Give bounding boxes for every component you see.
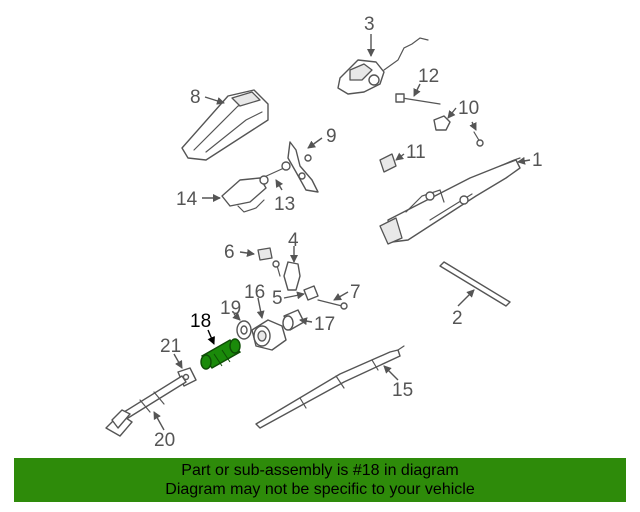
callout-14: 14 [176,189,198,210]
part-11-shape [379,153,397,173]
part-3-shape [337,37,429,95]
callout-5: 5 [272,288,283,309]
callout-16: 16 [244,282,265,303]
callout-4: 4 [288,230,299,251]
part-10-shape [433,115,484,147]
callout-12: 12 [418,66,439,87]
callout-2: 2 [452,308,463,329]
callout-3: 3 [364,14,375,35]
callout-10: 10 [458,98,479,119]
callout-9: 9 [326,126,337,147]
callout-7: 7 [350,282,361,303]
diagram-notice-banner: Part or sub-assembly is #18 in diagram D… [14,458,626,502]
part-14-shape [221,161,291,213]
callout-18: 18 [190,311,211,332]
part-19-shape [236,320,252,340]
parts-diagram: 3 8 12 10 9 11 1 14 13 6 4 2 5 7 16 17 1… [105,14,543,451]
callout-13: 13 [274,194,295,215]
part-16-shape [251,319,287,351]
part-4-shape [272,260,301,291]
callout-19: 19 [220,298,241,319]
callout-15: 15 [392,380,413,401]
callout-8: 8 [190,87,201,108]
part-6-shape [257,247,273,261]
callout-17: 17 [314,314,335,335]
part-5-shape [303,285,319,301]
leader-lines [153,34,531,431]
part-18-shape [200,338,242,370]
part-12-shape [395,93,441,105]
callout-20: 20 [154,430,175,451]
part-7-shape [317,299,348,310]
callout-numbers: 3 8 12 10 9 11 1 14 13 6 4 2 5 7 16 17 1… [154,14,543,451]
callout-11: 11 [406,142,426,163]
part-2-shape [439,261,511,307]
part-15-shape [255,345,405,429]
callout-21: 21 [160,336,181,357]
part-8-shape [181,89,269,161]
callout-6: 6 [224,242,235,263]
notice-line-part: Part or sub-assembly is #18 in diagram [181,462,459,479]
part-1-shape [379,157,521,245]
callout-1: 1 [532,150,543,171]
part-9-shape [287,141,319,193]
part-20-shape [105,375,187,437]
notice-line-disclaimer: Diagram may not be specific to your vehi… [165,481,475,498]
